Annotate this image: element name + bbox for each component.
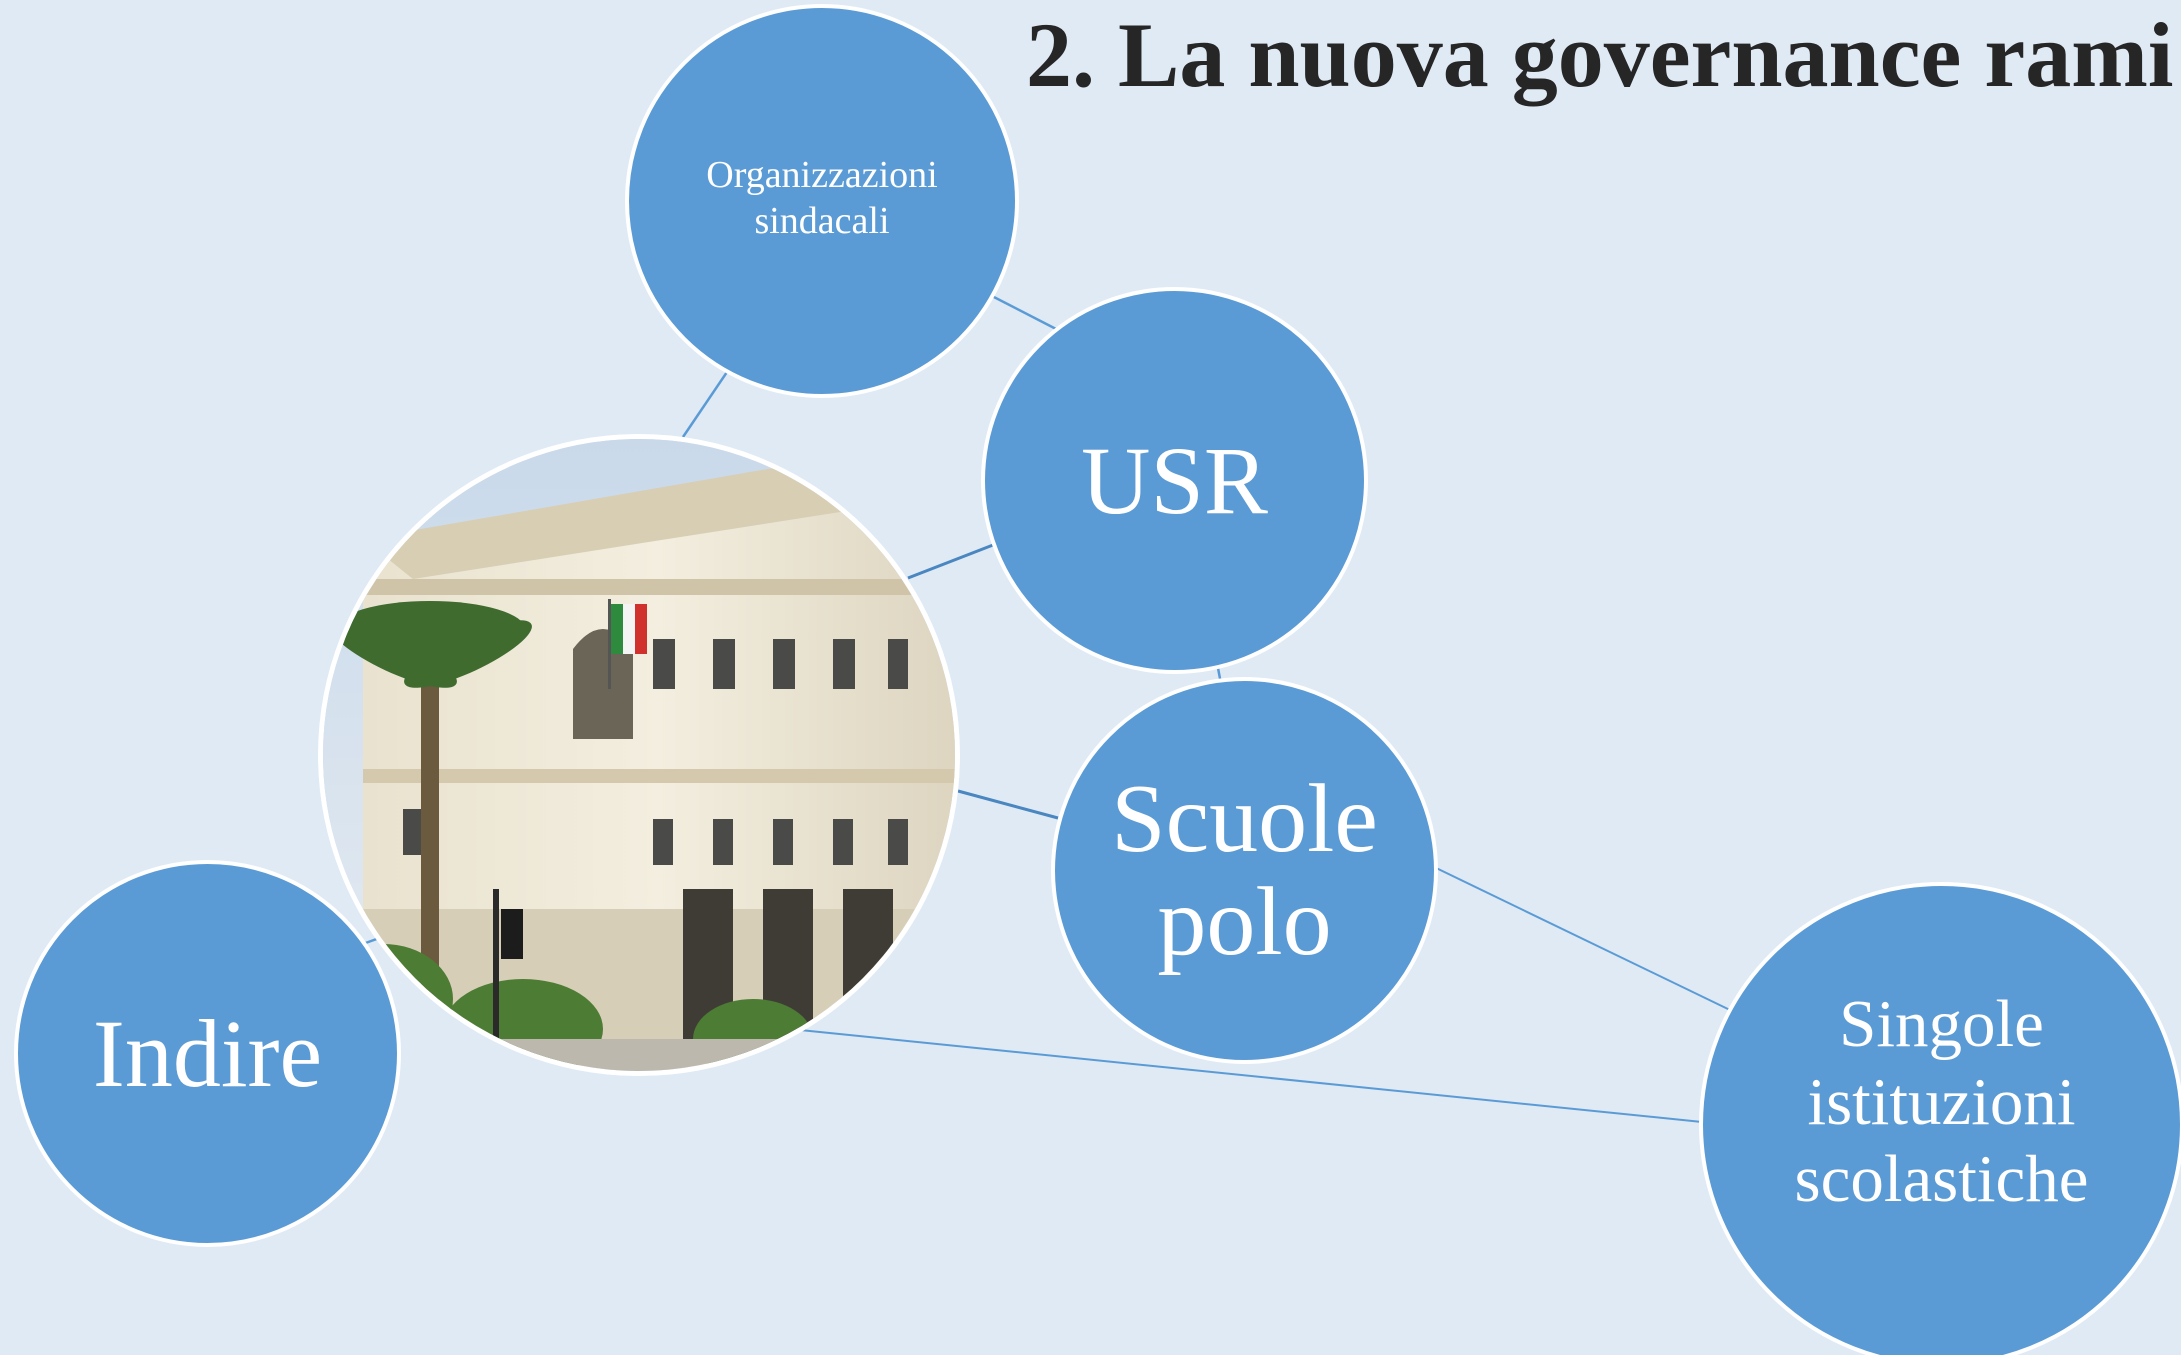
node-organizzazioni-sindacali: Organizzazioni sindacali bbox=[625, 4, 1019, 398]
node-singole-label: Singole istituzioni scolastiche bbox=[1794, 986, 2089, 1217]
connector-organizzazioni-photo bbox=[681, 371, 729, 438]
node-indire: Indire bbox=[14, 860, 401, 1247]
slide-title: 2. La nuova governance rami bbox=[1026, 4, 2174, 106]
connector-photo-singole bbox=[799, 1029, 1703, 1123]
connector-photo-scuole bbox=[957, 789, 1059, 820]
node-singole-istituzioni: Singole istituzioni scolastiche bbox=[1699, 882, 2181, 1355]
node-usr: USR bbox=[981, 287, 1368, 674]
node-organizzazioni-label: Organizzazioni sindacali bbox=[706, 154, 938, 242]
node-scuole-polo: Scuole polo bbox=[1051, 677, 1438, 1064]
node-scuole-label: Scuole polo bbox=[1111, 764, 1378, 976]
ministry-building-photo bbox=[318, 434, 960, 1076]
node-indire-label: Indire bbox=[92, 999, 323, 1107]
node-usr-label: USR bbox=[1081, 426, 1268, 534]
connector-scuole-singole bbox=[1431, 865, 1731, 1011]
connector-organizzazioni-usr bbox=[989, 293, 1059, 332]
connector-usr-photo bbox=[907, 543, 994, 580]
